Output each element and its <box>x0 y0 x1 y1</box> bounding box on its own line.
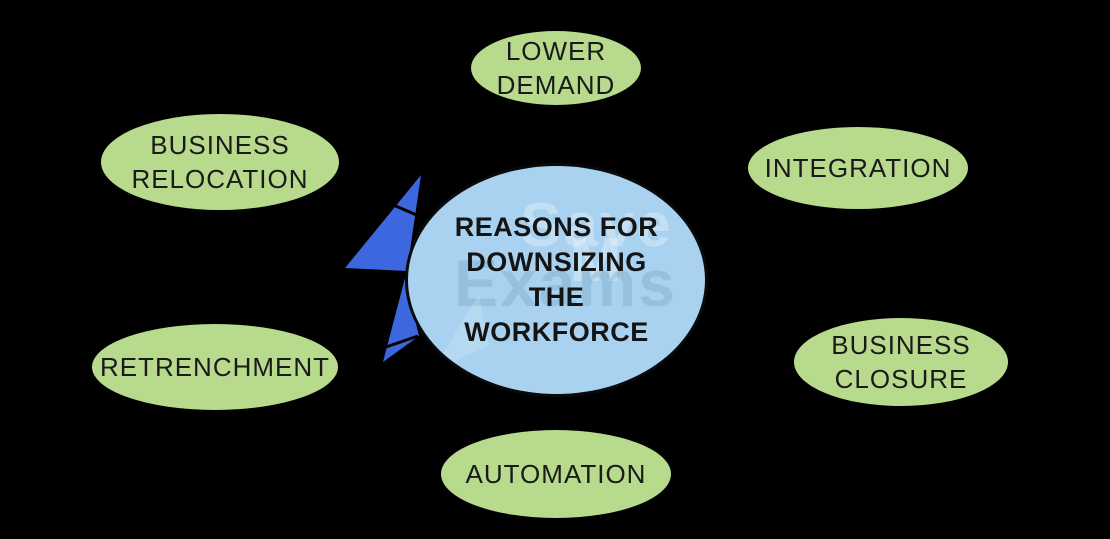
bubble-automation: AUTOMATION <box>439 428 673 520</box>
bubble-lower-demand: LOWER DEMAND <box>469 29 643 107</box>
bubble-automation-label: AUTOMATION <box>465 459 647 489</box>
bubble-business-relocation: BUSINESS RELOCATION <box>99 112 341 212</box>
downsizing-arrow-icon <box>345 175 421 362</box>
center-bubble-title: REASONS FOR DOWNSIZING THE WORKFORCE <box>454 212 659 347</box>
bubble-integration-label: INTEGRATION <box>764 153 952 183</box>
bubble-business-relocation-label: BUSINESS RELOCATION <box>131 130 309 194</box>
bubble-business-closure-label: BUSINESS CLOSURE <box>831 330 971 394</box>
bubble-business-closure: BUSINESS CLOSURE <box>792 316 1010 408</box>
bubble-retrenchment-label: RETRENCHMENT <box>99 352 331 382</box>
bubble-lower-demand-label: LOWER DEMAND <box>496 36 616 100</box>
bubble-integration: INTEGRATION <box>746 125 970 211</box>
bubble-retrenchment: RETRENCHMENT <box>90 322 340 412</box>
center-bubble-reasons: Save M Exams REASONS FOR DOWNSIZING THE … <box>405 163 708 397</box>
